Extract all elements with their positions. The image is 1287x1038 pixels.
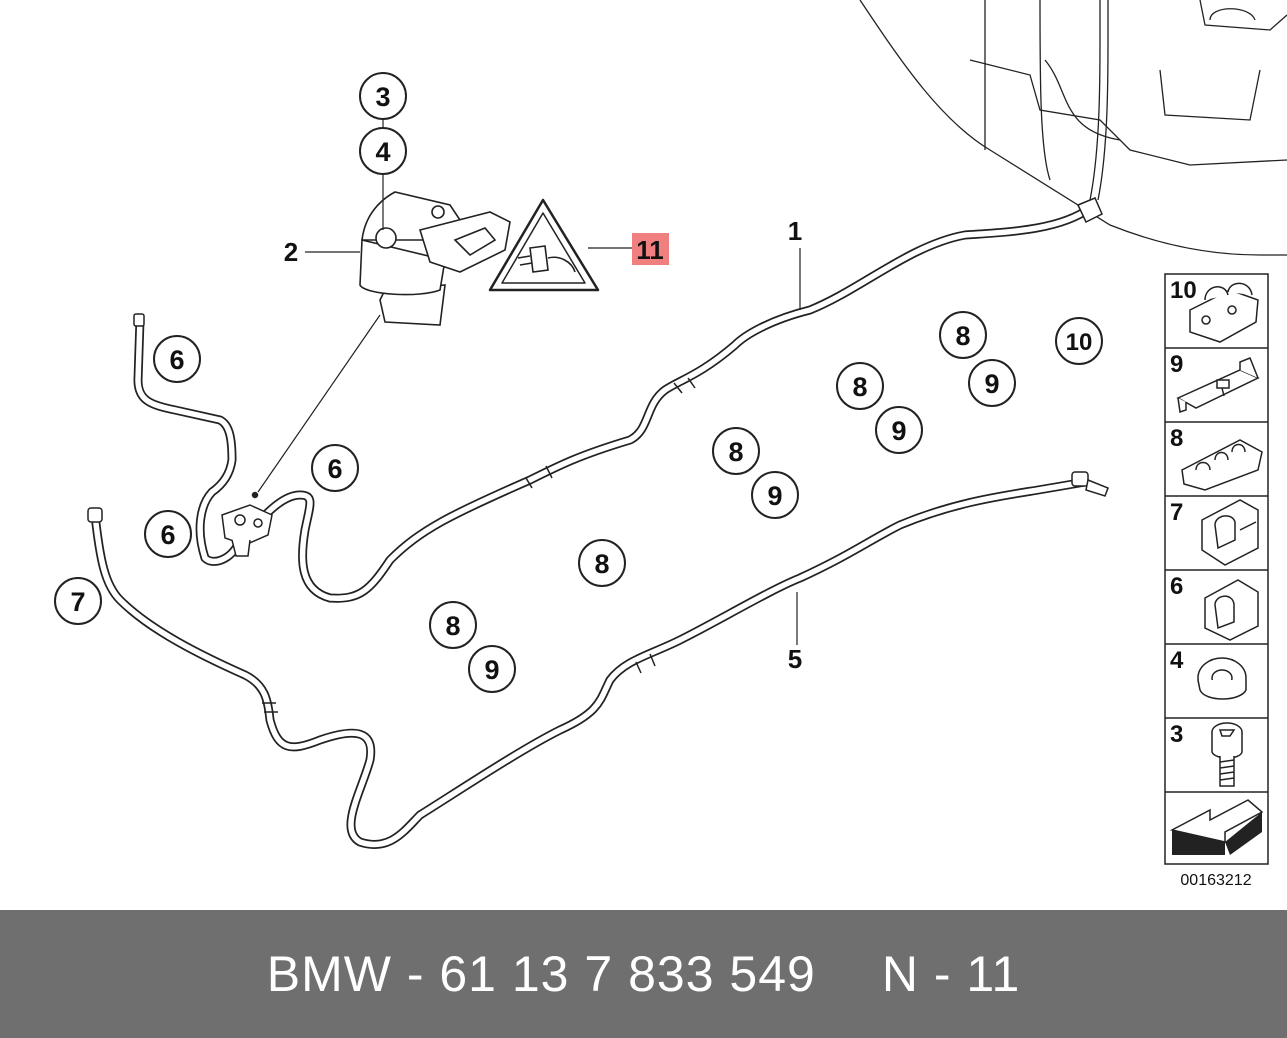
legend-label: 6	[1170, 573, 1183, 600]
fuel-line-1-inner	[135, 205, 1093, 601]
legend-label: 7	[1170, 499, 1183, 526]
callout-10: 10	[1055, 317, 1103, 365]
callout-9: 9	[468, 645, 516, 693]
callout-4: 4	[359, 127, 407, 175]
callout-6: 6	[144, 510, 192, 558]
svg-text:4: 4	[375, 137, 390, 167]
svg-text:3: 3	[375, 82, 390, 112]
svg-text:9: 9	[767, 481, 782, 511]
part-label-1: 1	[788, 216, 802, 246]
callout-6: 6	[153, 335, 201, 383]
part-label-11-highlight: 11	[632, 233, 669, 265]
washer-icon	[1197, 657, 1247, 700]
callout-8: 8	[578, 539, 626, 587]
direction-arrow-icon	[1169, 799, 1264, 855]
diagram-position: N - 11	[881, 946, 1021, 1002]
svg-text:8: 8	[955, 321, 970, 351]
svg-text:6: 6	[160, 520, 175, 550]
svg-text:6: 6	[169, 345, 184, 375]
parts-diagram: 3 4 6 6 6 7 8 8 8 8 8 9	[54, 0, 1287, 889]
svg-text:8: 8	[594, 549, 609, 579]
callout-6: 6	[311, 444, 359, 492]
warning-triangle-icon	[488, 198, 600, 292]
legend-label: 3	[1170, 721, 1183, 748]
part-number: BMW - 61 13 7 833 549	[266, 946, 816, 1002]
part-number-footer: BMW - 61 13 7 833 549 N - 11	[0, 910, 1287, 1038]
svg-text:8: 8	[852, 372, 867, 402]
legend-label: 9	[1170, 351, 1183, 378]
callout-9: 9	[751, 471, 799, 519]
svg-text:11: 11	[636, 235, 664, 265]
svg-text:6: 6	[327, 454, 342, 484]
fuel-line-1	[133, 203, 1095, 603]
callout-8: 8	[712, 427, 760, 475]
svg-text:7: 7	[70, 587, 85, 617]
fuel-line-5-inner	[92, 479, 1088, 848]
callout-8: 8	[836, 362, 884, 410]
bolt-icon	[1211, 722, 1243, 787]
callout-9: 9	[875, 406, 923, 454]
svg-text:8: 8	[445, 611, 460, 641]
callout-9: 9	[968, 359, 1016, 407]
holder-clip-icon	[1201, 499, 1259, 566]
callout-8: 8	[429, 601, 477, 649]
clip-double-icon	[1189, 282, 1259, 343]
svg-text:9: 9	[484, 655, 499, 685]
part-label-2: 2	[284, 237, 298, 267]
bracket-plate-icon	[1176, 357, 1260, 413]
legend-label: 4	[1170, 647, 1184, 674]
line-connectors	[87, 197, 1109, 713]
cable-clip-icon	[1181, 439, 1263, 491]
callout-8: 8	[939, 311, 987, 359]
pressure-sensor-small	[221, 491, 273, 557]
svg-text:9: 9	[984, 369, 999, 399]
callout-3: 3	[359, 72, 407, 120]
fuel-tank-outline	[859, 0, 1287, 256]
svg-text:10: 10	[1066, 329, 1093, 356]
legend-label: 10	[1170, 277, 1197, 304]
sensor-part-2	[359, 191, 511, 326]
legend-label: 8	[1170, 425, 1183, 452]
leader-lines	[257, 118, 801, 645]
svg-text:9: 9	[891, 416, 906, 446]
single-clip-icon	[1204, 579, 1259, 641]
image-number: 00163212	[1180, 872, 1251, 889]
part-label-5: 5	[788, 644, 802, 674]
svg-text:8: 8	[728, 437, 743, 467]
parts-legend	[1164, 273, 1269, 865]
callout-7: 7	[54, 577, 102, 625]
